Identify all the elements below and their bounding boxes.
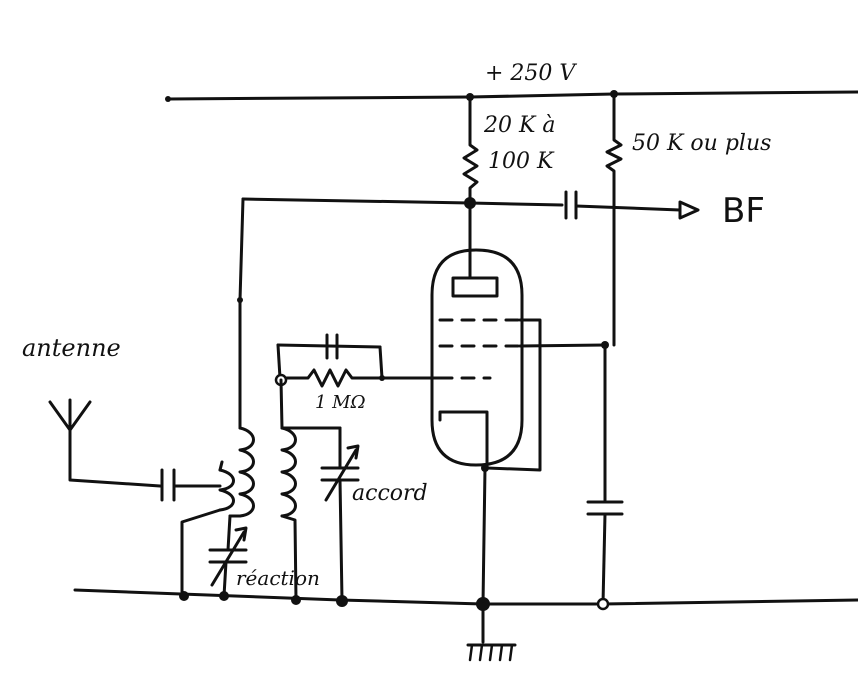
grid-leak-network [276, 333, 442, 388]
junction-grid-leak-right [379, 375, 385, 381]
reaction-feed [238, 197, 245, 302]
reaction-capacitor-label: réaction [236, 566, 320, 590]
junction-ground-antenna [179, 591, 189, 601]
junction-ground-tuning [336, 595, 348, 607]
ground-rail [73, 588, 858, 606]
antenna-capacitor [160, 468, 222, 502]
suppressor-connection [485, 318, 542, 472]
tuning-capacitor [320, 426, 360, 602]
screen-bypass-capacitor [586, 343, 624, 606]
grid-leak-label: 1 MΩ [315, 392, 366, 413]
junction-ground-coil [291, 595, 301, 605]
cathode-to-ground [481, 466, 487, 606]
screen-resistor [605, 92, 623, 347]
antenna-coil [180, 460, 235, 598]
junction-ground-reaction [219, 591, 229, 601]
screen-resistor-label: 50 K ou plus [632, 131, 771, 156]
tuning-coil [279, 378, 342, 602]
screen-grid-connection [518, 343, 607, 348]
antenna-label: antenne [22, 334, 121, 362]
plate-resistor [462, 95, 479, 205]
pentode-tube [430, 201, 524, 470]
ground-symbol [466, 602, 517, 662]
junction-ground-right [596, 597, 610, 611]
antenna-symbol [48, 398, 162, 488]
plate-resistor-label-2: 100 K [488, 149, 555, 174]
reaction-capacitor [208, 514, 248, 598]
junction-supply-left [165, 96, 171, 102]
output-capacitor [564, 190, 700, 220]
tuning-capacitor-label: accord [352, 481, 428, 506]
plate-line [241, 197, 564, 207]
supply-rail [166, 90, 858, 101]
plate-resistor-label-1: 20 K à [483, 113, 556, 138]
supply-label: + 250 V [485, 61, 577, 86]
output-label: BF [722, 191, 765, 231]
reaction-coil [228, 426, 255, 518]
